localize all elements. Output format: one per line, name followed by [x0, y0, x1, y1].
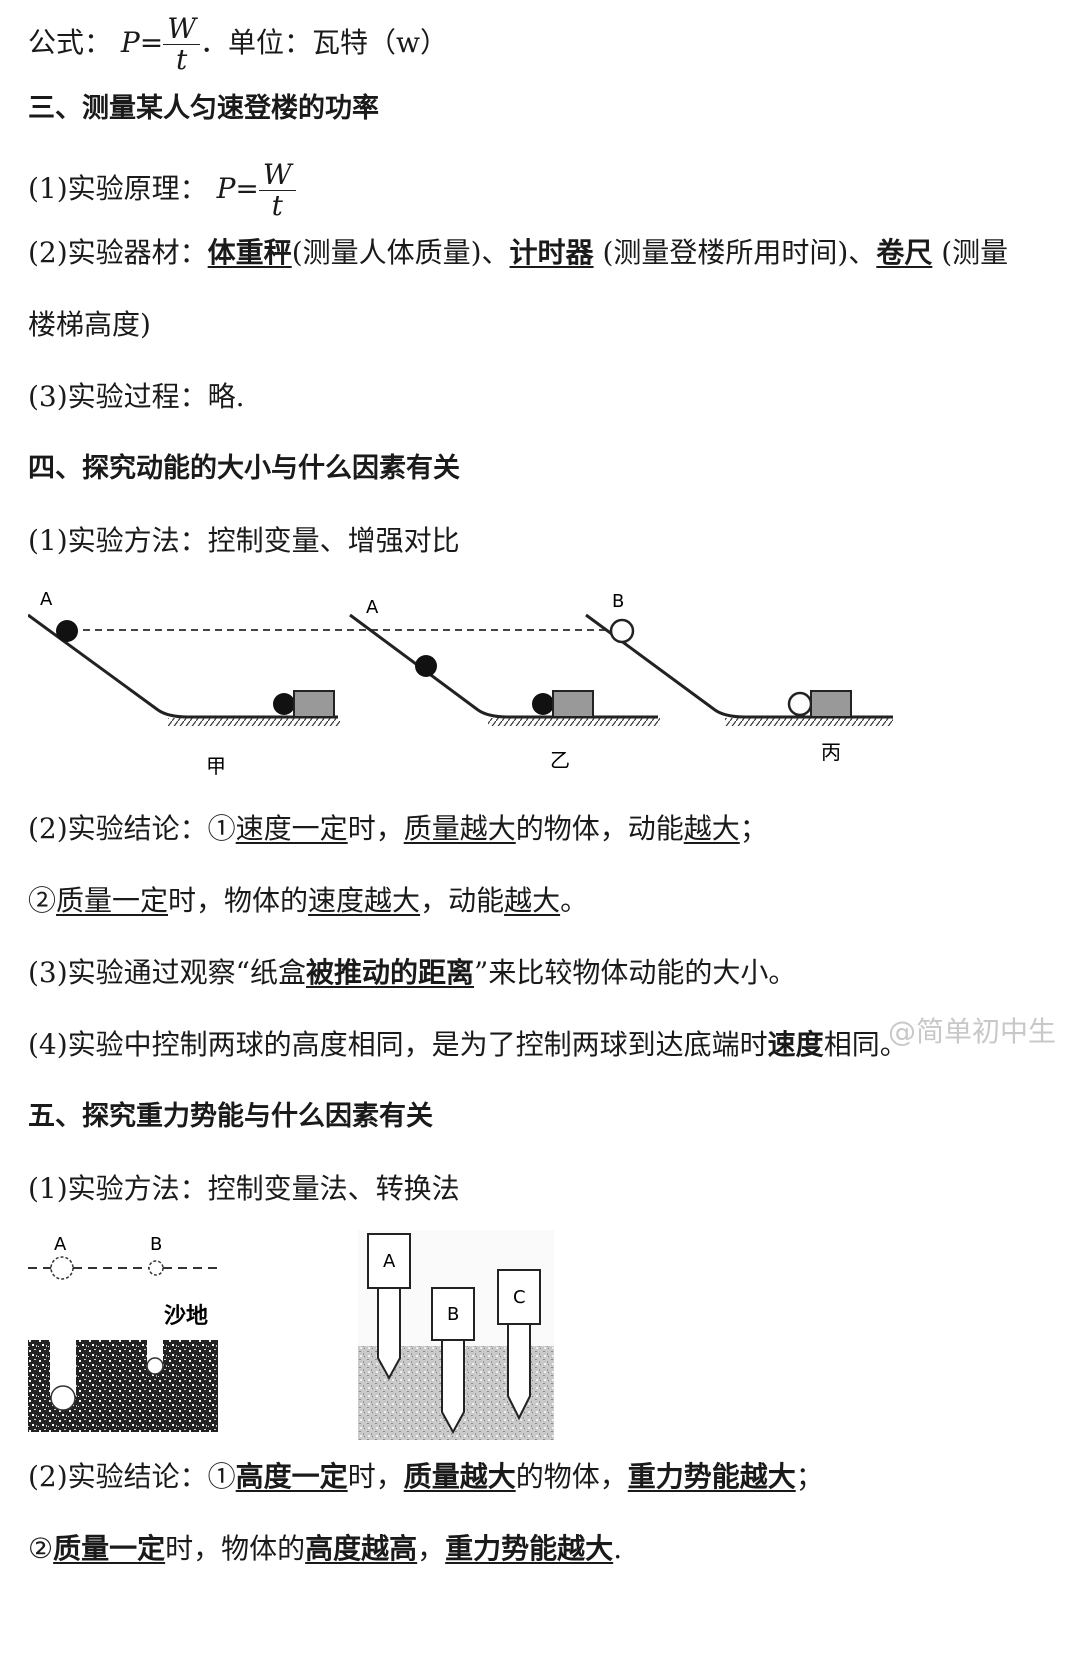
section-5-title: 五、探究重力势能与什么因素有关: [28, 1101, 433, 1132]
label-a1: A: [40, 589, 53, 610]
kinetic-method-line: (1)实验方法：控制变量、增强对比: [28, 524, 460, 557]
watermark: @简单初中生: [888, 1015, 1057, 1048]
ball-label-a: A: [54, 1234, 67, 1255]
kinetic-height-line: (4)实验中控制两球的高度相同，是为了控制两球到达底端时速度相同。: [28, 1028, 908, 1061]
ball-bing: [609, 618, 635, 644]
ball-yi: [415, 655, 437, 677]
peg-label-c: C: [513, 1287, 526, 1308]
peg-a: A: [367, 1233, 411, 1381]
section-3-title: 三、测量某人匀速登楼的功率: [28, 93, 379, 124]
ball-b-start: [148, 1260, 164, 1276]
equipment-line: (2)实验器材：体重秤(测量人体质量)、计时器 (测量登楼所用时间)、卷尺 (测…: [28, 236, 1009, 269]
ball-a-start: [50, 1256, 74, 1280]
kinetic-conclusion-1: (2)实验结论：①速度一定时，质量越大的物体，动能越大；: [28, 812, 768, 845]
paper-box-jia: [293, 690, 335, 718]
caption-jia: 甲: [206, 754, 226, 778]
ramp-jia: A 甲: [28, 589, 340, 778]
section-4-title: 四、探究动能的大小与什么因素有关: [28, 453, 460, 484]
ball-jia: [56, 620, 78, 642]
potential-method-line: (1)实验方法：控制变量法、转换法: [28, 1172, 460, 1205]
caption-bing: 丙: [821, 740, 841, 764]
caption-yi: 乙: [550, 748, 570, 772]
label-b: B: [612, 591, 624, 612]
peg-label-a: A: [383, 1251, 396, 1272]
potential-conclusion-1: (2)实验结论：①高度一定时，质量越大的物体，重力势能越大；: [28, 1460, 824, 1493]
ball-bing-bottom: [787, 691, 813, 717]
paper-box-bing: [810, 690, 852, 718]
ball-a-sunk: [50, 1385, 76, 1411]
ramp-yi: A 乙: [349, 597, 660, 772]
ramp-bing: B 丙: [585, 591, 893, 764]
kinetic-conclusion-2: ②质量一定时，物体的速度越大，动能越大。: [28, 884, 589, 917]
ball-b-sunk: [146, 1357, 164, 1375]
sand-label: 沙地: [164, 1304, 208, 1329]
ball-jia-bottom: [273, 693, 295, 715]
potential-conclusion-2: ②质量一定时，物体的高度越高，重力势能越大.: [28, 1532, 623, 1565]
ball-yi-bottom: [532, 693, 554, 715]
equipment-line-cont: 楼梯高度): [28, 308, 151, 341]
label-a2: A: [366, 597, 379, 618]
ball-label-b: B: [150, 1234, 162, 1255]
kinetic-observe-line: (3)实验通过观察“纸盒被推动的距离”来比较物体动能的大小。: [28, 956, 797, 989]
potential-energy-figure-pegs: A B C: [358, 1230, 554, 1440]
process-line: (3)实验过程：略.: [28, 380, 245, 413]
peg-b: B: [431, 1287, 475, 1435]
peg-c: C: [497, 1269, 541, 1421]
paper-box-yi: [552, 690, 594, 718]
potential-energy-figure-sand: A B 沙地: [28, 1234, 218, 1432]
kinetic-energy-figure: A 甲 A 乙 B 丙: [28, 589, 893, 778]
peg-label-b: B: [447, 1304, 459, 1325]
